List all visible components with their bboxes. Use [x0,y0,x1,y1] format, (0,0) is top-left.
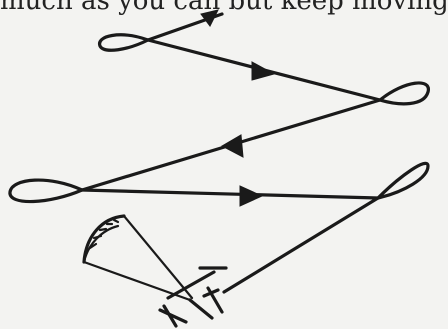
kite-icon [84,216,192,300]
buggy-icon [160,268,226,326]
loop-left [10,180,82,202]
loop-bottom-right [378,163,428,198]
tether-line [224,198,378,292]
direction-arrow-icon [240,186,262,206]
loop-top-left [100,35,148,50]
direction-arrow-icon [201,10,218,26]
loop-top-right [380,83,428,104]
direction-arrow-icon [222,135,243,157]
path-segment-3 [82,190,378,198]
